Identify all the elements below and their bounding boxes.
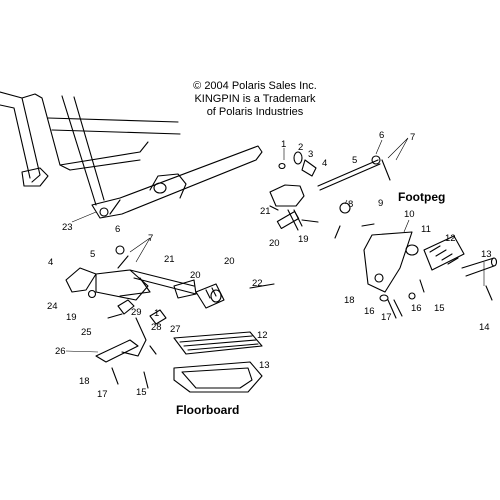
callout-floor-7: 7 [148,233,153,244]
callout-floor-17: 17 [97,389,108,400]
callout-frame-23: 23 [62,222,73,233]
callout-footpeg-2: 2 [298,142,303,153]
callout-footpeg-16b: 16 [411,303,422,314]
callout-floor-19: 19 [66,312,77,323]
callout-labels: 23 1 2 3 4 5 6 7 8 9 10 11 12 13 14 15 1… [47,130,492,400]
callout-footpeg-16a: 16 [364,306,375,317]
callout-floor-22: 22 [252,278,263,289]
callout-footpeg-15: 15 [434,303,445,314]
callout-footpeg-8: 8 [348,199,353,210]
floorboard-assembly [65,245,275,393]
callout-footpeg-3: 3 [308,149,313,160]
callout-footpeg-1: 1 [281,139,286,150]
callout-floor-26: 26 [55,346,66,357]
callout-footpeg-10: 10 [404,209,415,220]
callout-floor-18: 18 [79,376,90,387]
callout-floor-13: 13 [259,360,270,371]
callout-footpeg-4: 4 [322,158,327,169]
callout-floor-6: 6 [115,224,120,235]
callout-footpeg-19: 19 [298,234,309,245]
section-label-floorboard: Floorboard [176,403,240,417]
callout-footpeg-17: 17 [381,312,392,323]
callout-footpeg-6: 6 [379,130,384,141]
copyright-line-2: KINGPIN is a Trademark [194,93,316,105]
callout-footpeg-14: 14 [479,322,490,333]
callout-floor-1: 1 [154,308,159,319]
callout-floor-5: 5 [90,249,95,260]
callout-footpeg-21: 21 [260,206,271,217]
callout-floor-25: 25 [81,327,92,338]
copyright-notice: © 2004 Polaris Sales Inc. KINGPIN is a T… [150,80,360,119]
callout-floor-29: 29 [131,307,142,318]
callout-footpeg-18: 18 [344,295,355,306]
callout-floor-21: 21 [164,254,175,265]
callout-footpeg-20: 20 [269,238,280,249]
callout-floor-20a: 20 [190,270,201,281]
callout-floor-28: 28 [151,322,162,333]
callout-floor-27: 27 [170,324,181,335]
section-label-footpeg: Footpeg [398,190,446,204]
copyright-line-1: © 2004 Polaris Sales Inc. [193,80,317,92]
callout-footpeg-12: 12 [445,233,456,244]
callout-footpeg-13: 13 [481,249,492,260]
callout-footpeg-5: 5 [352,155,357,166]
frame-assembly [0,91,263,219]
callout-leaders [65,137,485,353]
callout-floor-4: 4 [48,257,53,268]
callout-floor-12: 12 [257,330,268,341]
callout-footpeg-11: 11 [421,224,431,235]
callout-footpeg-9: 9 [378,198,383,209]
footpeg-assembly [269,151,498,319]
callout-footpeg-7: 7 [410,132,415,143]
callout-floor-15: 15 [136,387,147,398]
callout-floor-24: 24 [47,301,58,312]
copyright-line-3: of Polaris Industries [206,106,304,118]
callout-floor-20b: 20 [224,256,235,267]
